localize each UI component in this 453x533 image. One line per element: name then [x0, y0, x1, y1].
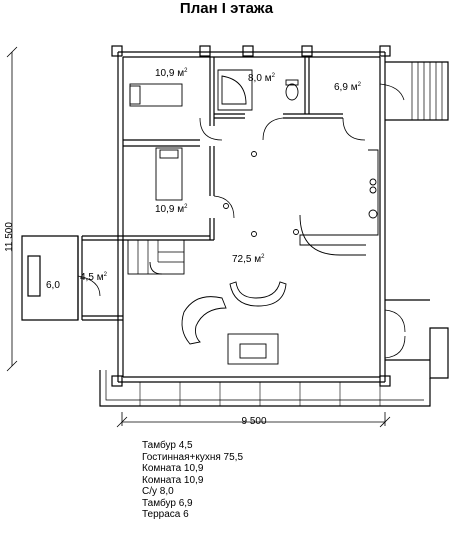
room-area-vestibule-left: 4,5 м2	[80, 272, 108, 283]
dimension-width: 9 500	[241, 416, 266, 427]
legend-item: Комната 10,9	[142, 474, 204, 486]
room-area-bathroom: 8,0 м2	[248, 73, 276, 84]
doors	[199, 117, 366, 219]
interior-walls	[122, 57, 343, 300]
room-area-terrace: 6,0	[46, 280, 60, 291]
bottom-terrace	[99, 370, 431, 407]
outer-walls	[111, 45, 391, 387]
legend-item: Гостинная+кухня 75,5	[142, 451, 244, 463]
right-vestibule	[379, 61, 449, 379]
legend-item: Тамбур 6,9	[142, 497, 193, 509]
room-area-living-kitchen: 72,5 м2	[232, 254, 265, 265]
room-area-bedroom-top: 10,9 м2	[155, 68, 188, 79]
legend-item: Терраса 6	[142, 509, 189, 520]
dimension-height: 11 500	[4, 222, 15, 252]
furniture	[127, 69, 379, 365]
room-labels: 10,9 м2 8,0 м2 6,9 м2 10,9 м2 72,5 м2 4,…	[46, 68, 362, 291]
room-area-vestibule-right: 6,9 м2	[334, 82, 362, 93]
dimension-lines	[6, 46, 391, 428]
legend-item: С/у 8,0	[142, 486, 174, 497]
plan-title: План I этажа	[179, 0, 274, 17]
legend-item: Тамбур 4,5	[142, 440, 193, 451]
left-vestibule	[21, 235, 123, 321]
room-area-bedroom-middle: 10,9 м2	[155, 204, 188, 215]
legend-item: Комната 10,9	[142, 463, 204, 474]
